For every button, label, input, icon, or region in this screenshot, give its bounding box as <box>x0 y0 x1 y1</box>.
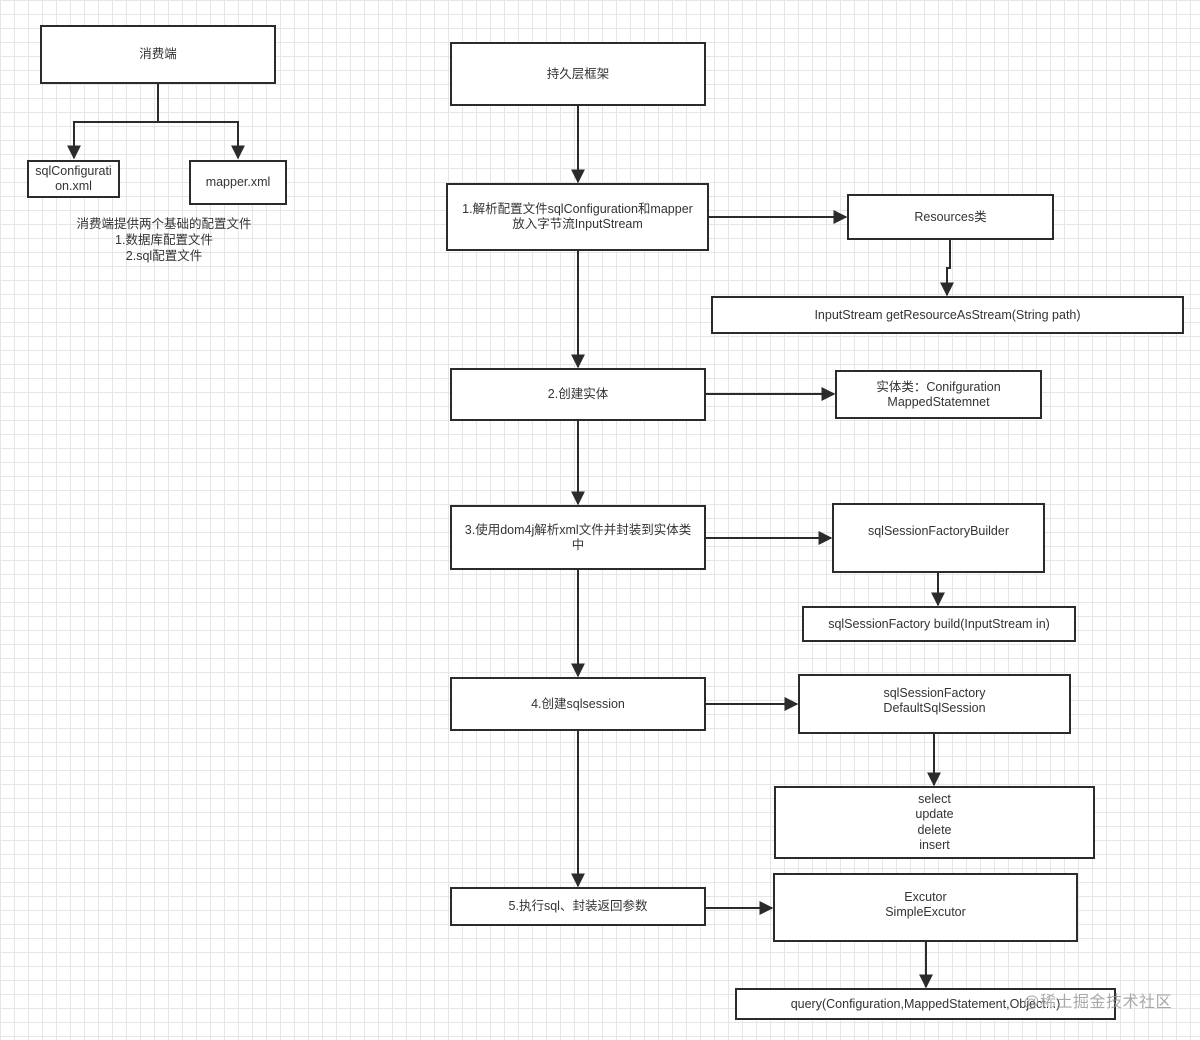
sql-configuration-label: sqlConfiguration.xml <box>35 164 112 193</box>
entities-box: 实体类：Conifguration MappedStatemnet <box>835 370 1042 419</box>
watermark-text: @稀土掘金技术社区 <box>1023 994 1172 1011</box>
mapper-xml-box: mapper.xml <box>189 160 287 205</box>
sql-configuration-box: sqlConfiguration.xml <box>27 160 120 198</box>
arrow-consumer-to-config <box>67 84 159 160</box>
consumer-note-line-2: 1.数据库配置文件 <box>115 233 213 247</box>
session-factory-builder-box: sqlSessionFactoryBuilder <box>832 503 1045 573</box>
step-1-box: 1.解析配置文件sqlConfiguration和mapper 放入字节流Inp… <box>446 183 709 251</box>
arrow-consumer-to-mapper <box>158 121 245 160</box>
resources-label: Resources类 <box>914 209 987 224</box>
step-5-box: 5.执行sql、封装返回参数 <box>450 887 706 926</box>
entities-label: 实体类：Conifguration MappedStatemnet <box>876 379 1001 409</box>
crud-operations-label: select update delete insert <box>915 791 954 853</box>
step-5-label: 5.执行sql、封装返回参数 <box>508 899 648 913</box>
executor-box: Excutor SimpleExcutor <box>773 873 1078 942</box>
consumer-label: 消费端 <box>139 47 177 61</box>
consumer-note-line-1: 消费端提供两个基础的配置文件 <box>76 217 252 231</box>
input-stream-label: InputStream getResourceAsStream(String p… <box>814 307 1081 322</box>
step-3-label: 3.使用dom4j解析xml文件并封装到实体类 中 <box>464 522 692 552</box>
resources-box: Resources类 <box>847 194 1054 240</box>
step-2-box: 2.创建实体 <box>450 368 706 421</box>
session-factory-build-box: sqlSessionFactory build(InputStream in) <box>802 606 1076 642</box>
query-method-box: query(Configuration,MappedStatement,Obje… <box>735 988 1116 1020</box>
sql-session-label: sqlSessionFactory DefaultSqlSession <box>883 686 986 715</box>
step-4-box: 4.创建sqlsession <box>450 677 706 731</box>
step-2-label: 2.创建实体 <box>547 387 609 401</box>
framework-title-label: 持久层框架 <box>546 66 610 81</box>
session-factory-builder-label: sqlSessionFactoryBuilder <box>867 523 1010 538</box>
sql-session-box: sqlSessionFactory DefaultSqlSession <box>798 674 1071 734</box>
arrow-resources-to-inputstream <box>940 240 954 297</box>
input-stream-box: InputStream getResourceAsStream(String p… <box>711 296 1184 334</box>
step-4-label: 4.创建sqlsession <box>531 696 625 711</box>
step-3-box: 3.使用dom4j解析xml文件并封装到实体类 中 <box>450 505 706 570</box>
consumer-note: 消费端提供两个基础的配置文件 1.数据库配置文件 2.sql配置文件 <box>60 216 268 264</box>
step-1-label: 1.解析配置文件sqlConfiguration和mapper 放入字节流Inp… <box>462 202 693 231</box>
crud-operations-box: select update delete insert <box>774 786 1095 859</box>
executor-label: Excutor SimpleExcutor <box>885 889 966 919</box>
query-method-label: query(Configuration,MappedStatement,Obje… <box>790 996 1061 1011</box>
consumer-box: 消费端 <box>40 25 276 84</box>
framework-title-box: 持久层框架 <box>450 42 706 106</box>
session-factory-build-label: sqlSessionFactory build(InputStream in) <box>828 616 1050 631</box>
mapper-xml-label: mapper.xml <box>205 175 271 189</box>
consumer-note-line-3: 2.sql配置文件 <box>125 249 203 263</box>
